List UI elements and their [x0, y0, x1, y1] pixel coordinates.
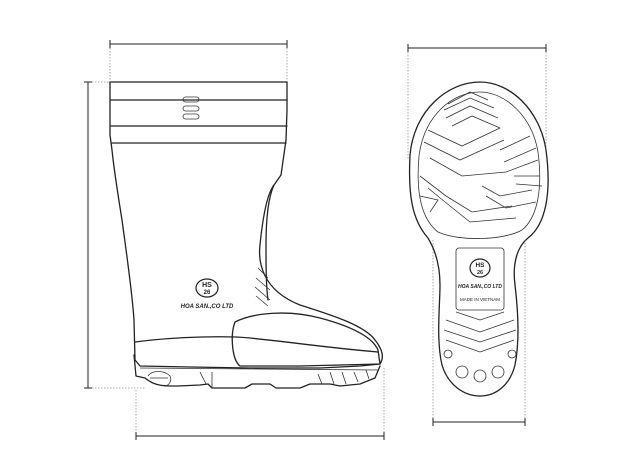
toe-chevrons: [443, 91, 501, 129]
sole-dimensions: [407, 44, 547, 426]
toe-cap: [231, 312, 381, 367]
toe-lugs: [317, 369, 370, 385]
sole-waist-label: HS 26 HOA SAN.,CO LTD MADE IN VIETNAM: [455, 247, 505, 311]
outsole-inner-line: [139, 367, 379, 371]
boot-side-view: HS 26 HOA SAN.,CO LTD: [109, 81, 383, 389]
side-logo-line2: 26: [204, 290, 211, 296]
side-logo: HS 26 HOA SAN.,CO LTD: [181, 278, 234, 310]
boot-shaft-outline: [109, 81, 383, 369]
made-in-text: MADE IN VIETNAM: [460, 297, 500, 302]
side-dimensions: [84, 40, 385, 440]
sole-outline: [408, 81, 549, 397]
welt-line: [134, 336, 379, 353]
sole-logo-line2: 26: [477, 270, 483, 276]
side-logo-line1: HS: [202, 282, 212, 289]
heel-chevrons: [443, 311, 517, 353]
outsole: [133, 354, 381, 389]
sole-logo-line1: HS: [475, 262, 485, 269]
sole-bottom-view: HS 26 HOA SAN.,CO LTD MADE IN VIETNAM: [408, 81, 549, 397]
cuff-grip-slots: [182, 96, 200, 120]
ankle-ribs: [254, 267, 271, 307]
side-brand-text: HOA SAN.,CO LTD: [181, 304, 234, 310]
forefoot-inner-outline: [417, 91, 541, 239]
sole-brand-text: HOA SAN.,CO LTD: [458, 284, 502, 290]
heel-dots: [443, 349, 517, 383]
heel-block: [147, 371, 172, 387]
heel-ridge: [265, 184, 275, 301]
forefoot-tread: [419, 127, 543, 223]
